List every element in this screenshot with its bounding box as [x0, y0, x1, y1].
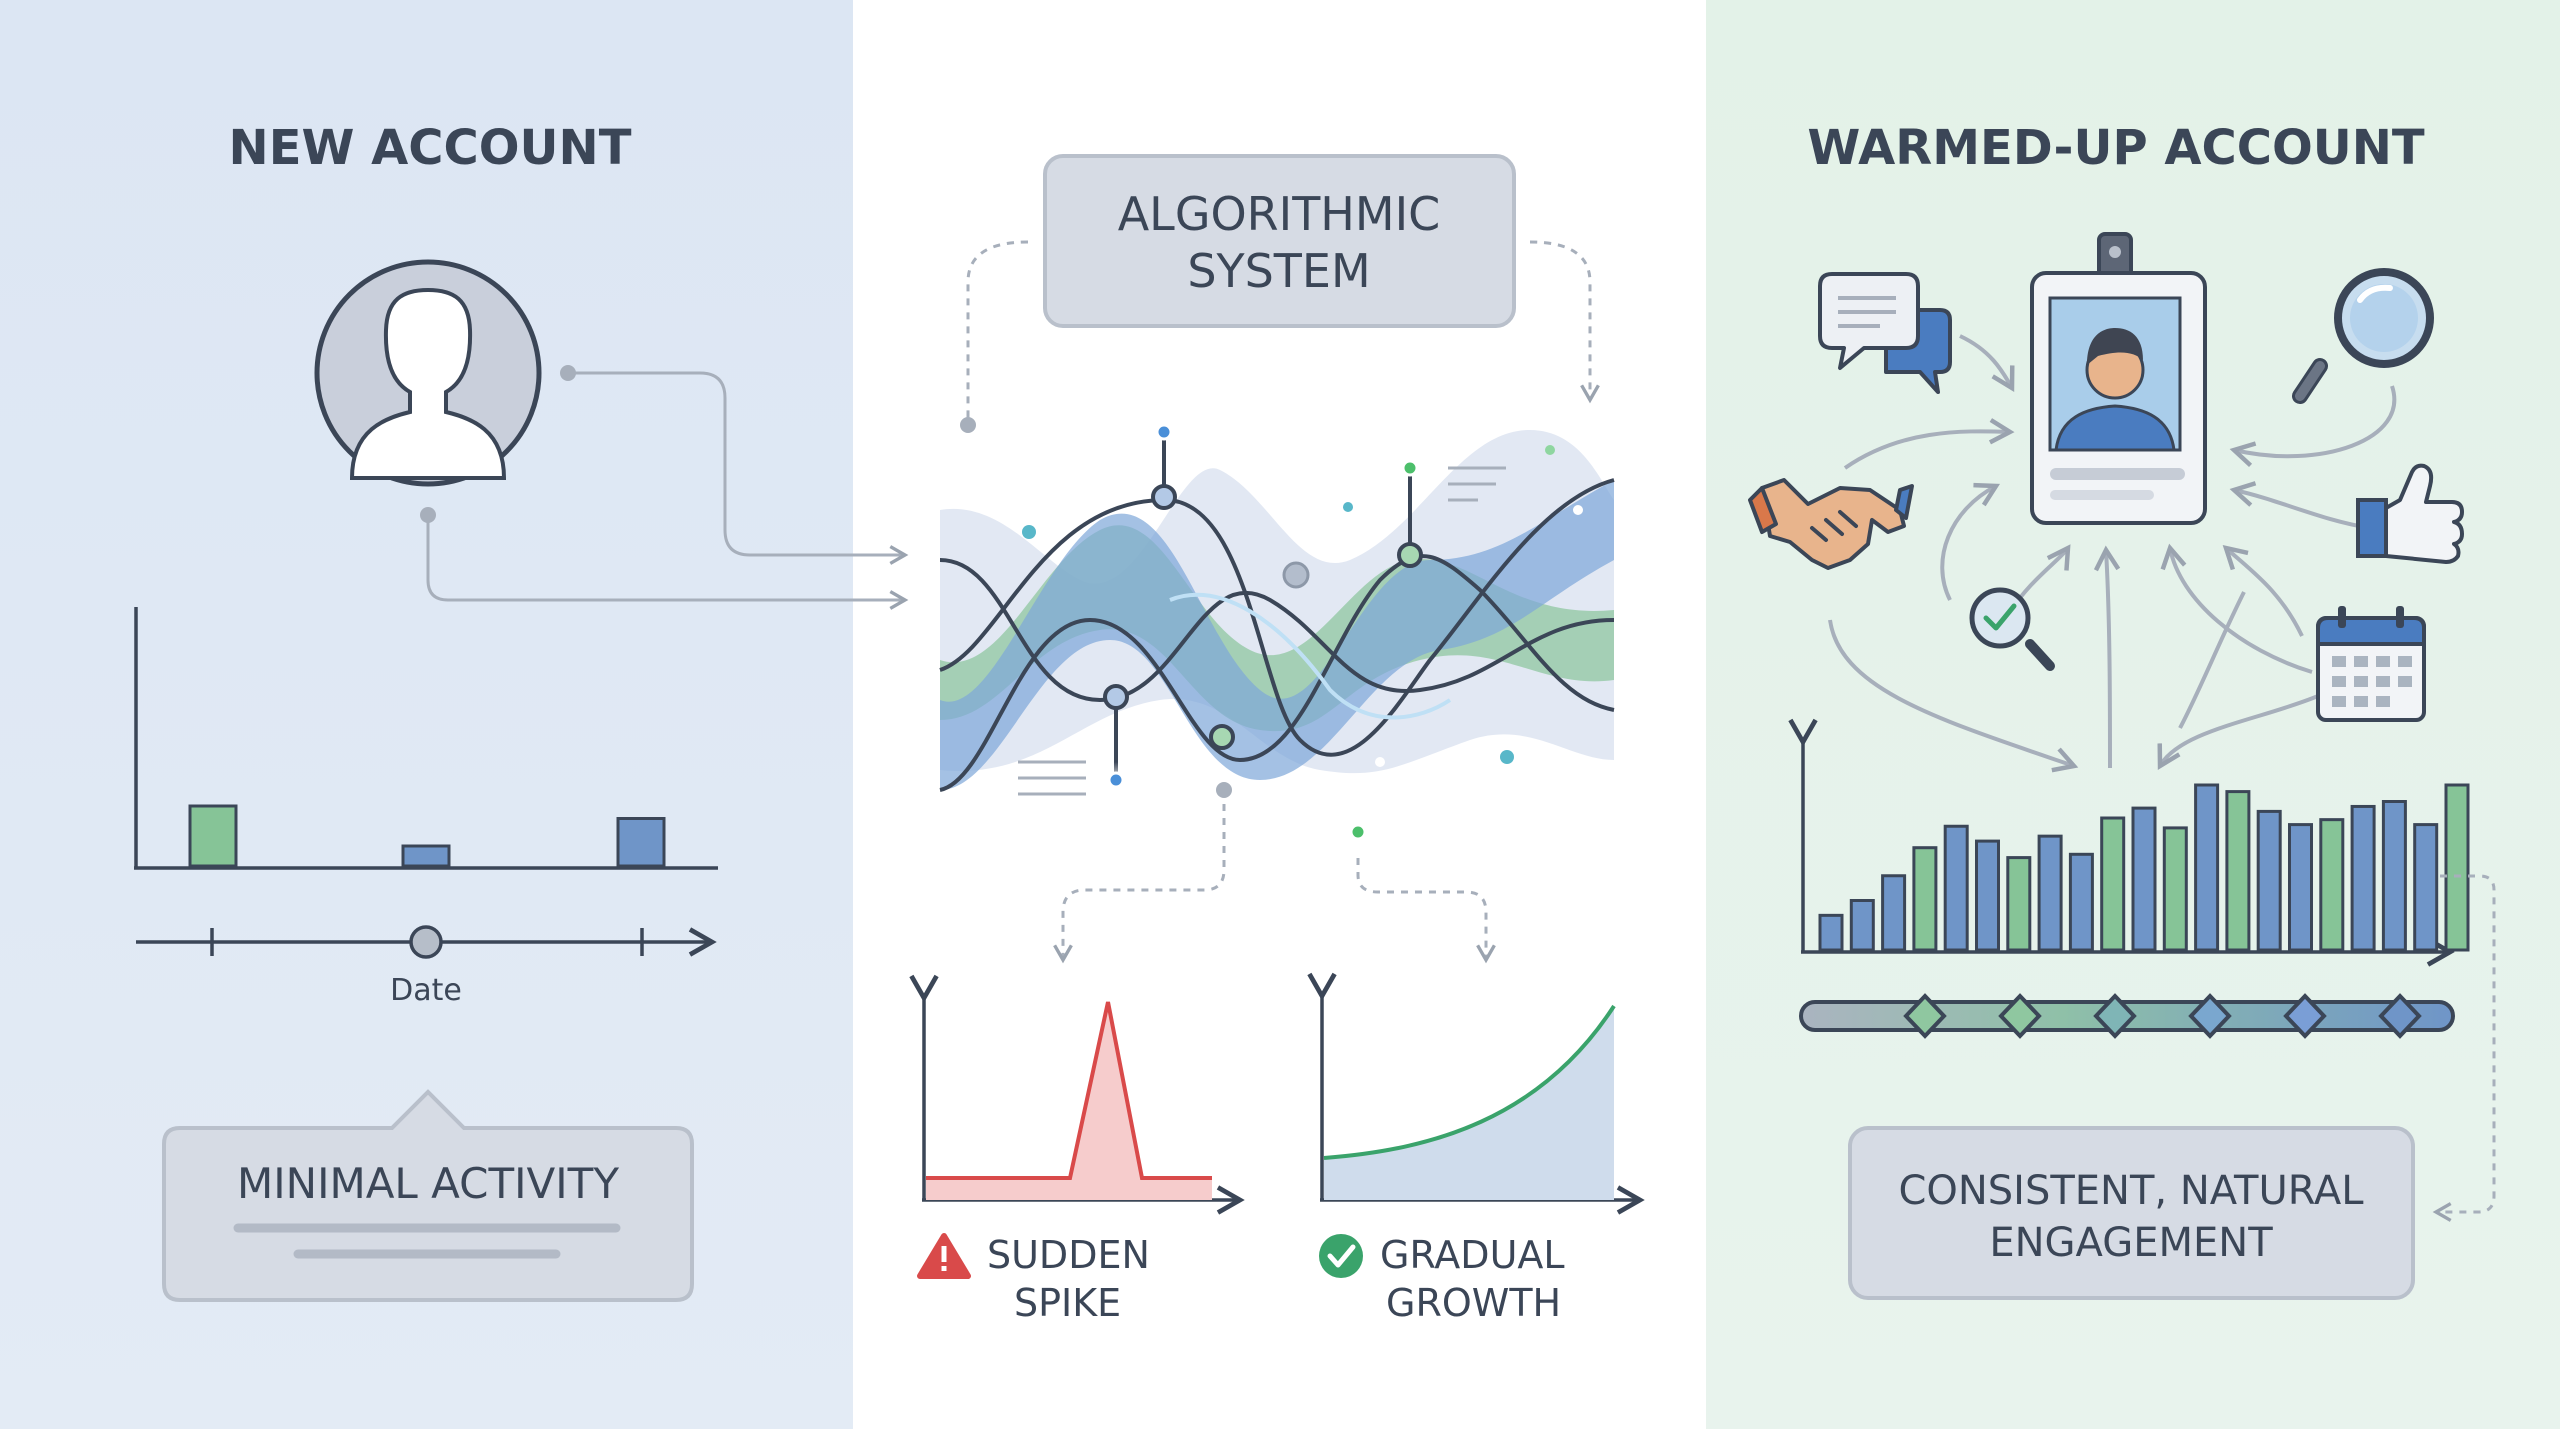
activity-bar	[2350, 804, 2376, 952]
activity-bar	[1912, 846, 1938, 952]
activity-bar	[1818, 913, 1844, 952]
date-marker	[409, 925, 443, 959]
activity-bar	[2006, 856, 2032, 952]
activity-bar	[2319, 818, 2345, 952]
activity-bar	[2100, 816, 2126, 952]
activity-bar	[2131, 806, 2157, 952]
avatar-icon	[314, 259, 542, 487]
activity-bar	[2162, 826, 2188, 952]
growth-area	[1324, 1006, 1614, 1200]
check-circle-icon	[1319, 1234, 1363, 1278]
activity-bar	[616, 817, 666, 868]
date-timeline: Date	[136, 925, 717, 1008]
engagement-feedback-connector	[2432, 874, 2496, 1222]
new-account-activity-chart	[134, 607, 718, 870]
panel-algorithmic-system: ALGORITHMIC SYSTEM	[909, 154, 1645, 1325]
algorithm-title-line2: SYSTEM	[1187, 244, 1370, 298]
warmed-activity-chart	[1788, 718, 2470, 967]
warmed-account-title: WARMED-UP ACCOUNT	[1807, 120, 2425, 176]
algorithm-title-line1: ALGORITHMIC	[1118, 187, 1441, 241]
activity-bar	[2037, 834, 2063, 952]
activity-bar	[1943, 824, 1969, 952]
algorithmic-system-box: ALGORITHMIC SYSTEM	[1043, 154, 1516, 328]
activity-bar	[2194, 783, 2220, 952]
consistent-engagement-box: CONSISTENT, NATURAL ENGAGEMENT	[1848, 1126, 2415, 1300]
thumbs-up-icon	[2356, 463, 2464, 564]
verified-search-icon	[1969, 587, 2055, 671]
new-account-title: NEW ACCOUNT	[229, 120, 632, 176]
warning-icon	[917, 1233, 971, 1279]
activity-bar	[2256, 809, 2282, 952]
gradual-growth-label-line2: GROWTH	[1386, 1281, 1561, 1325]
algorithm-feedback-connectors	[960, 240, 1600, 964]
sudden-spike-chart: SUDDEN SPIKE	[909, 974, 1245, 1325]
activity-bar	[2381, 800, 2407, 952]
engagement-timeline	[1799, 993, 2455, 1039]
activity-bar	[1975, 839, 2000, 952]
minimal-activity-label: MINIMAL ACTIVITY	[237, 1159, 619, 1208]
spike-area	[926, 1002, 1212, 1200]
interaction-arrows	[1828, 334, 2397, 773]
consistent-engagement-line1: CONSISTENT, NATURAL	[1898, 1168, 2364, 1214]
activity-bar	[2288, 823, 2313, 952]
activity-bar	[1881, 874, 1907, 952]
consistent-engagement-line2: ENGAGEMENT	[1989, 1220, 2273, 1266]
date-label: Date	[390, 973, 462, 1008]
handshake-icon	[1748, 478, 1914, 570]
minimal-activity-box: MINIMAL ACTIVITY	[162, 1089, 694, 1302]
id-badge-icon	[2030, 232, 2207, 525]
activity-bar	[2413, 823, 2439, 952]
sudden-spike-label-line1: SUDDEN	[987, 1233, 1150, 1277]
panel-warmed-up-account: WARMED-UP ACCOUNT	[1748, 120, 2496, 1300]
activity-bar	[188, 804, 238, 868]
calendar-icon	[2316, 606, 2426, 722]
panel-new-account: NEW ACCOUNT Date MIN	[134, 120, 909, 1302]
gradual-growth-chart: GRADUAL GROWTH	[1307, 972, 1645, 1325]
avatar-connectors	[420, 365, 909, 610]
chat-bubbles-icon	[1818, 272, 1952, 394]
sudden-spike-label-line2: SPIKE	[1014, 1281, 1121, 1325]
activity-bar	[401, 844, 451, 868]
magnifier-icon	[2292, 268, 2434, 404]
growth-line	[1323, 1004, 1616, 1160]
activity-bar	[2068, 852, 2094, 952]
activity-bar	[2444, 783, 2470, 952]
spike-line	[926, 1001, 1212, 1180]
activity-bar	[1849, 899, 1875, 952]
algorithm-waves	[939, 414, 1615, 850]
gradual-growth-label-line1: GRADUAL	[1380, 1233, 1565, 1277]
activity-bar	[2225, 790, 2251, 952]
